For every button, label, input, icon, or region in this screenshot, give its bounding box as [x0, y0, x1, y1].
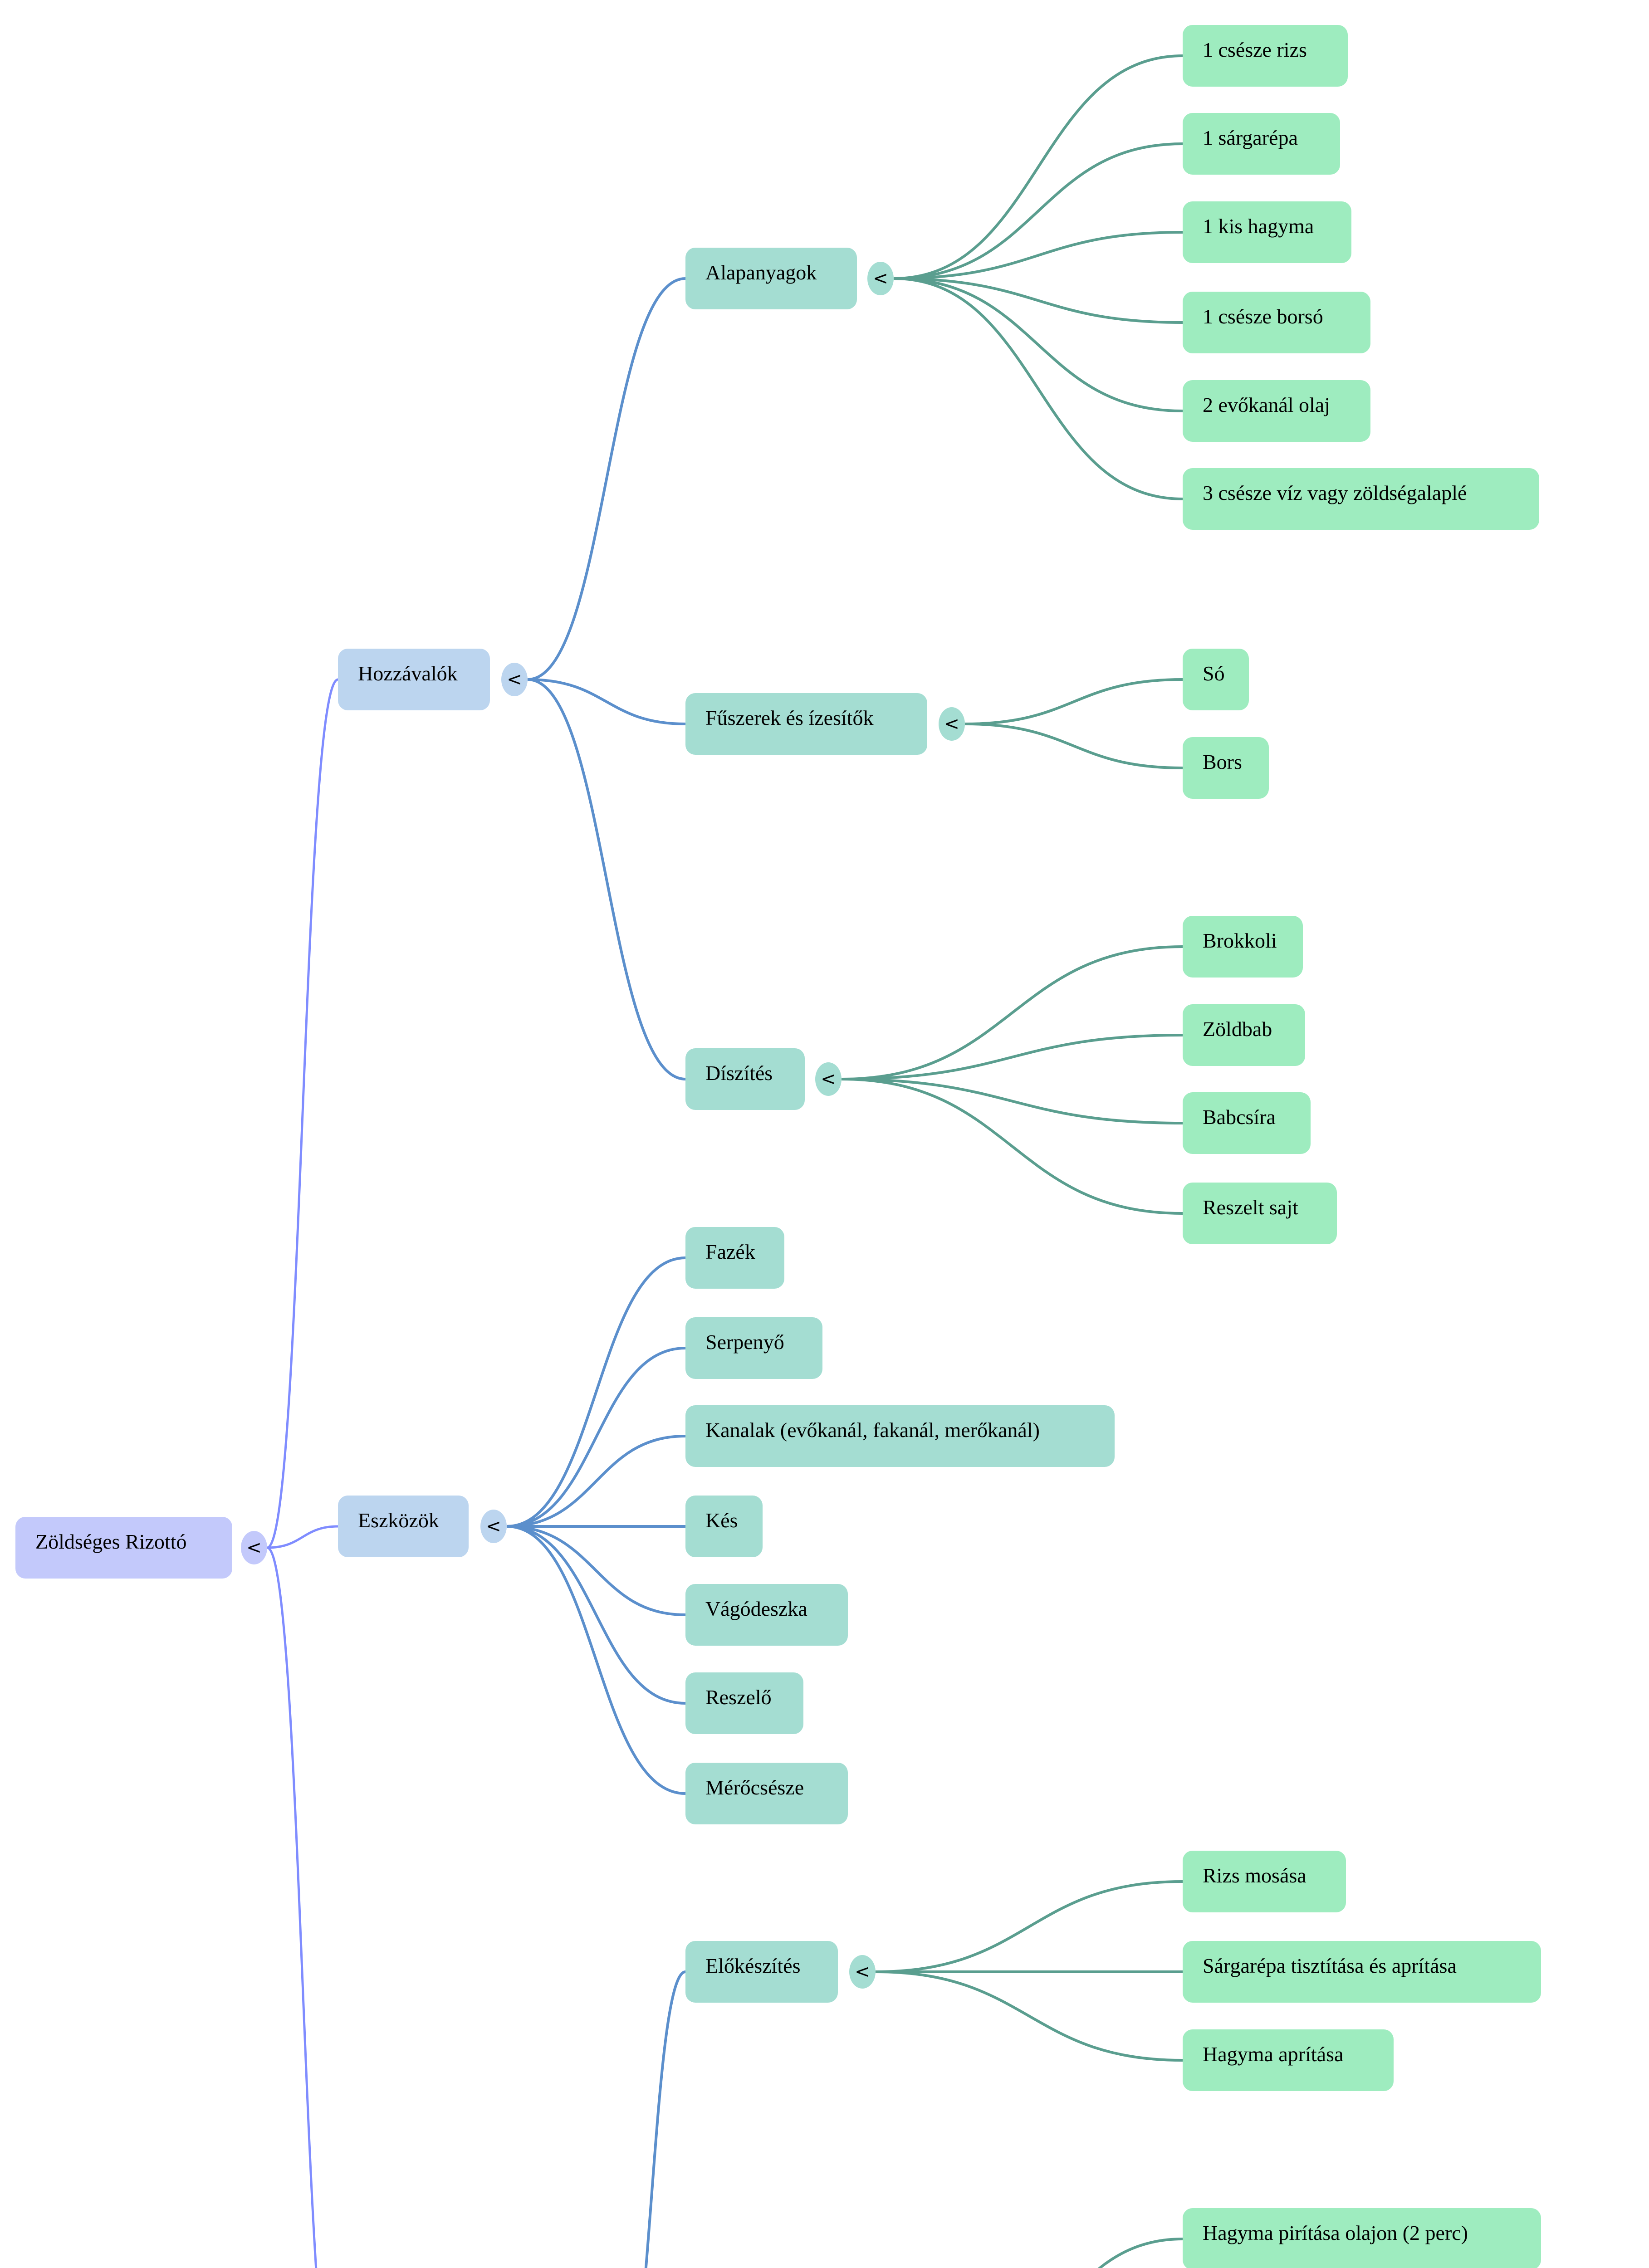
leaf-item[interactable]: Babcsíra: [1183, 1092, 1311, 1154]
tool-item[interactable]: Kés: [685, 1496, 763, 1557]
connector-line: [506, 1347, 686, 1528]
branch-node-label: Eszközök: [358, 1508, 439, 1532]
subbranch-node-fuszerek[interactable]: Fűszerek és ízesítők: [685, 693, 927, 755]
leaf-item[interactable]: 1 kis hagyma: [1183, 201, 1351, 263]
collapse-toggle-icon[interactable]: <: [867, 262, 894, 295]
connector-line: [893, 142, 1183, 280]
branch-node-hozzavalok[interactable]: Hozzávalók: [338, 649, 490, 710]
subbranch-node-alapanyagok[interactable]: Alapanyagok: [685, 248, 857, 309]
connector-line: [506, 1435, 686, 1528]
tool-item[interactable]: Mérőcsésze: [685, 1763, 848, 1824]
connector-line: [875, 1880, 1183, 1973]
collapse-toggle-icon[interactable]: <: [501, 663, 528, 696]
branch-node-eszkozok[interactable]: Eszközök: [338, 1496, 469, 1557]
connector-line: [506, 1256, 686, 1528]
leaf-item[interactable]: 1 csésze rizs: [1183, 25, 1348, 87]
tool-item[interactable]: Kanalak (evőkanál, fakanál, merőkanál): [685, 1405, 1115, 1467]
collapse-toggle-icon[interactable]: <: [849, 1955, 876, 1989]
connector-line: [841, 1078, 1183, 1215]
leaf-item[interactable]: Zöldbab: [1183, 1004, 1305, 1066]
connector-line: [893, 277, 1183, 500]
connector-line: [506, 1525, 686, 1616]
leaf-item[interactable]: Bors: [1183, 737, 1269, 799]
connector-line: [506, 1525, 686, 1705]
tool-item[interactable]: Vágódeszka: [685, 1584, 848, 1646]
collapse-toggle-icon[interactable]: <: [939, 707, 965, 741]
leaf-item[interactable]: 2 evőkanál olaj: [1183, 380, 1370, 442]
connector-line: [964, 678, 1183, 725]
subbranch-node-elokeszites[interactable]: Előkészítés: [685, 1941, 838, 2003]
connector-line: [506, 1525, 686, 1795]
connector-line: [893, 54, 1183, 280]
leaf-item[interactable]: 3 csésze víz vagy zöldségalaplé: [1183, 468, 1539, 530]
leaf-item[interactable]: Hagyma pirítása olajon (2 perc): [1183, 2208, 1541, 2268]
connector-line: [964, 723, 1183, 769]
connector-line: [893, 277, 1183, 324]
leaf-item[interactable]: 1 sárgarépa: [1183, 113, 1340, 175]
connector-line: [527, 678, 686, 725]
leaf-item[interactable]: 1 csésze borsó: [1183, 292, 1370, 353]
connector-line: [527, 678, 686, 1080]
collapse-toggle-icon[interactable]: <: [241, 1531, 267, 1564]
leaf-item[interactable]: Só: [1183, 649, 1249, 710]
root-node-label: Zöldséges Rizottó: [35, 1530, 187, 1553]
connector-line: [644, 1970, 686, 2268]
branch-node-label: Hozzávalók: [358, 661, 458, 685]
root-node[interactable]: Zöldséges Rizottó: [15, 1517, 232, 1579]
leaf-item[interactable]: Hagyma aprítása: [1183, 2029, 1394, 2091]
connector-line: [841, 1034, 1183, 1080]
connector-line: [841, 945, 1183, 1080]
leaf-item[interactable]: Brokkoli: [1183, 916, 1303, 978]
leaf-item[interactable]: Reszelt sajt: [1183, 1183, 1337, 1244]
tool-item[interactable]: Serpenyő: [685, 1317, 822, 1379]
tool-item[interactable]: Reszelő: [685, 1672, 803, 1734]
connector-line: [267, 1525, 338, 1549]
connector-line: [875, 1970, 1183, 2062]
connector-line: [267, 1546, 318, 2268]
tool-item[interactable]: Fazék: [685, 1227, 784, 1289]
connector-line: [893, 231, 1183, 280]
connector-line: [527, 277, 686, 681]
collapse-toggle-icon[interactable]: <: [815, 1062, 842, 1096]
leaf-item[interactable]: Rizs mosása: [1183, 1851, 1346, 1912]
collapse-toggle-icon[interactable]: <: [480, 1510, 507, 1543]
connector-line: [1097, 2238, 1183, 2268]
connector-line: [267, 678, 338, 1549]
connector-line: [841, 1078, 1183, 1124]
subbranch-node-diszites[interactable]: Díszítés: [685, 1048, 805, 1110]
leaf-item[interactable]: Sárgarépa tisztítása és aprítása: [1183, 1941, 1541, 2003]
connector-line: [893, 277, 1183, 412]
